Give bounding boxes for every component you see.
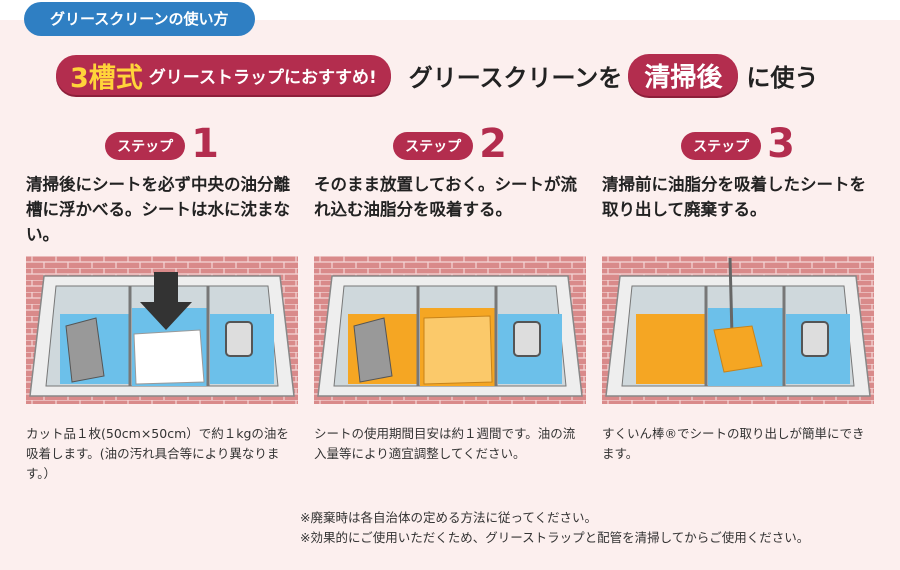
step-2-caption: シートの使用期間目安は約１週間です。油の流入量等により適宜調整してください。	[314, 426, 576, 461]
step-1-description: 清掃後にシートを必ず中央の油分離槽に浮かべる。シートは水に沈まない。	[26, 175, 290, 244]
section-tab: グリースクリーンの使い方	[24, 2, 255, 36]
badge-big-text: 3槽式	[70, 62, 143, 94]
headline-emphasis: 清掃後	[628, 54, 739, 96]
step-1-heading: ステップ 1	[26, 120, 298, 164]
footnotes: ※廃棄時は各自治体の定める方法に従ってください。 ※効果的にご使用いただくため、…	[300, 508, 809, 548]
step-1-caption: カット品１枚(50cm×50cm）で約１kgの油を吸着します。(油の汚れ具合等に…	[26, 426, 289, 481]
headline-tail: に使う	[746, 63, 819, 92]
footnote: ※廃棄時は各自治体の定める方法に従ってください。	[300, 510, 597, 525]
step-3-illustration	[602, 256, 874, 404]
footnote: ※効果的にご使用いただくため、グリーストラップと配管を清掃してからご使用ください…	[300, 530, 810, 545]
step-badge: ステップ	[681, 132, 762, 160]
step-2: ステップ 2 そのまま放置しておく。シートが流れ込む油脂分を吸着する。 シートの…	[314, 120, 586, 464]
step-3-description: 清掃前に油脂分を吸着したシートを取り出して廃棄する。	[602, 175, 866, 219]
step-1-illustration	[26, 256, 298, 404]
tank-type-badge: 3槽式 グリーストラップにおすすめ!	[56, 55, 391, 95]
badge-small-text: グリーストラップにおすすめ!	[148, 67, 377, 88]
step-3: ステップ 3 清掃前に油脂分を吸着したシートを取り出して廃棄する。 すくいん棒®…	[602, 120, 874, 464]
step-number: 2	[479, 121, 507, 167]
step-2-illustration	[314, 256, 586, 404]
step-3-heading: ステップ 3	[602, 120, 874, 164]
step-number: 3	[767, 121, 795, 167]
step-2-description: そのまま放置しておく。シートが流れ込む油脂分を吸着する。	[314, 175, 578, 219]
step-1: ステップ 1 清掃後にシートを必ず中央の油分離槽に浮かべる。シートは水に沈まない…	[26, 120, 298, 484]
step-badge: ステップ	[393, 132, 474, 160]
step-number: 1	[191, 121, 219, 167]
step-2-heading: ステップ 2	[314, 120, 586, 164]
step-badge: ステップ	[105, 132, 186, 160]
step-3-caption: すくいん棒®でシートの取り出しが簡単にできます。	[602, 426, 865, 461]
headline: 3槽式 グリーストラップにおすすめ! グリースクリーンを 清掃後 に使う	[56, 52, 818, 98]
headline-middle: グリースクリーンを	[408, 63, 623, 92]
